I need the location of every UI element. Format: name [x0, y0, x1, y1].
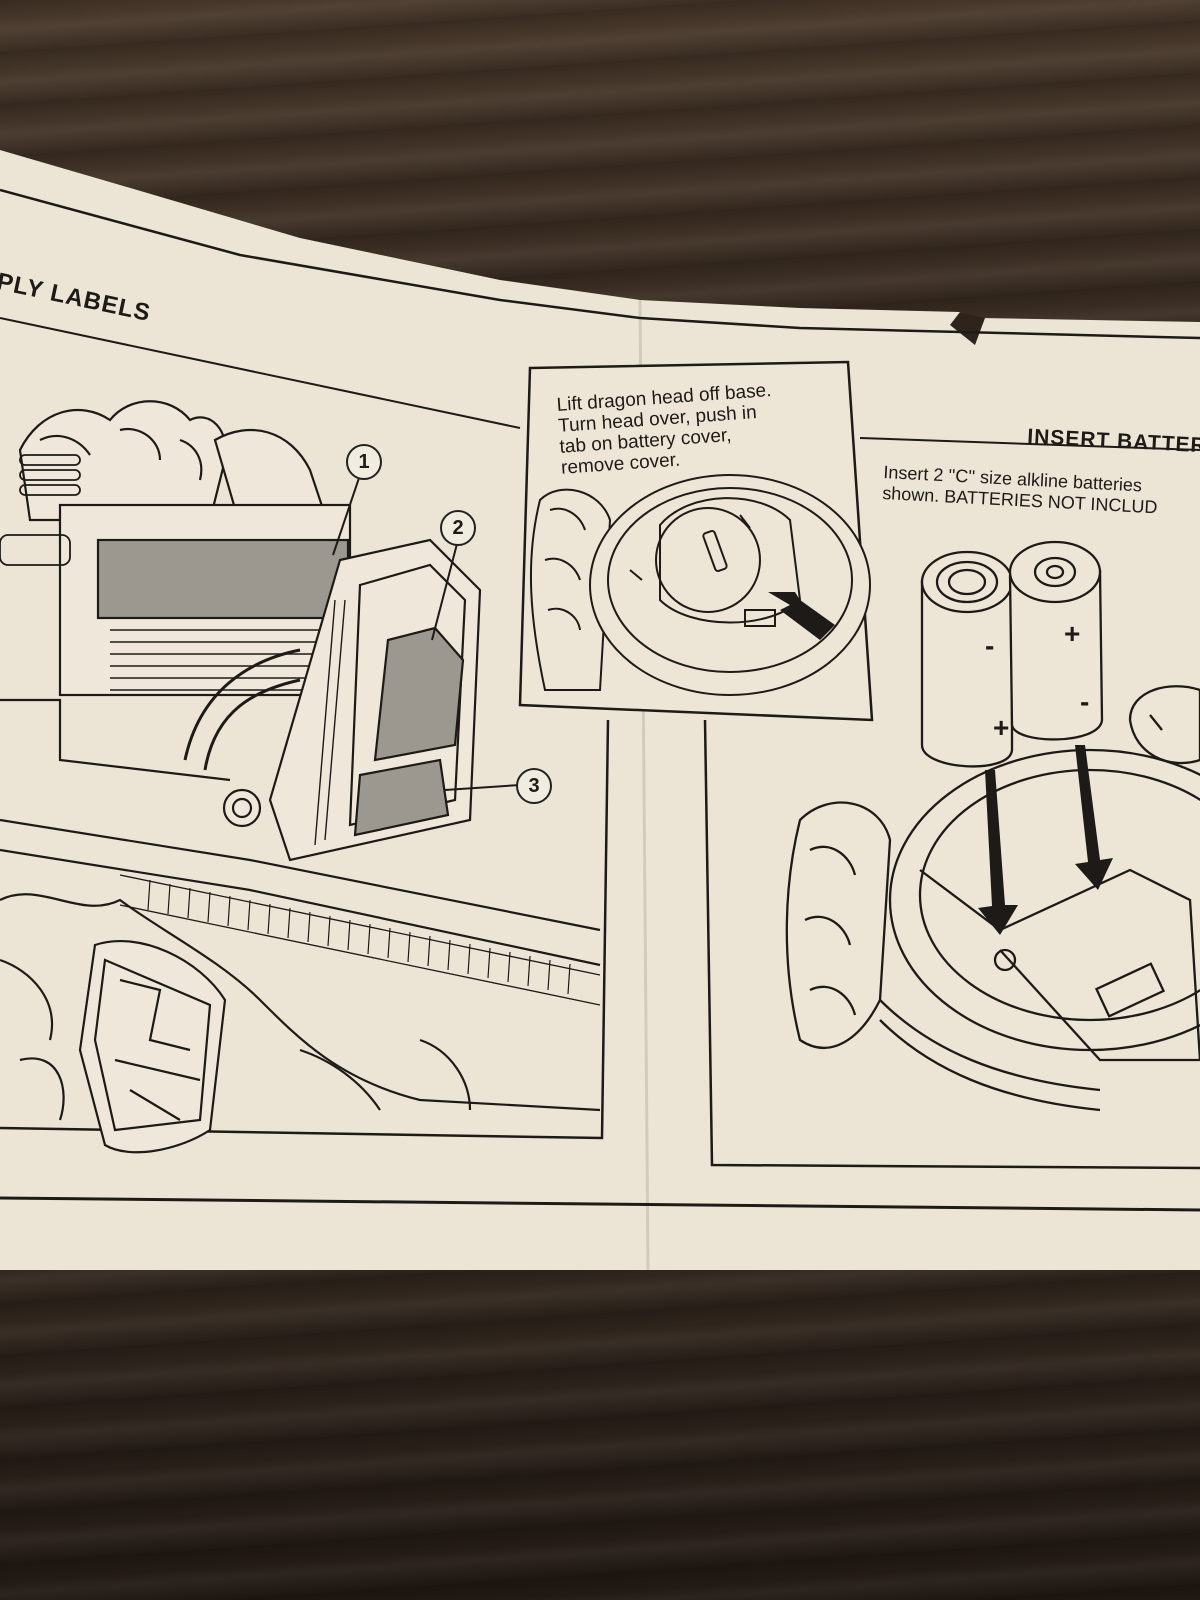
callout-2: 2 [440, 510, 476, 546]
labels-header-rule [0, 317, 521, 429]
c-battery-right [1008, 540, 1104, 741]
paper-sheet [0, 150, 1200, 1270]
dragon-vehicle-illustration [0, 400, 601, 1154]
insert-batteries-illustration [785, 540, 1200, 1112]
insert-batteries-panel-frame [703, 719, 1200, 1170]
battery-right-minus-sign: - [1080, 686, 1090, 717]
label-2-area [373, 626, 465, 762]
battery-cover-step-text: Lift dragon head off base. Turn head ove… [556, 380, 776, 479]
battery-header-rule [859, 437, 1200, 451]
shield-emblem [78, 940, 227, 1154]
label-3-area [353, 758, 450, 837]
callout-3: 3 [516, 768, 552, 804]
battery-left-minus-sign: - [985, 630, 995, 661]
insert-arrow-icon [978, 745, 1113, 935]
paper-torn-corner [950, 312, 985, 345]
top-border-line [0, 188, 1200, 340]
battery-left-plus-sign: + [993, 712, 1010, 743]
battery-right-plus-sign: + [1064, 618, 1081, 649]
bottom-border-line [0, 1196, 1200, 1212]
push-tab-arrow-icon [768, 592, 835, 640]
label-1-area [96, 538, 350, 620]
c-battery-left [920, 550, 1014, 768]
callout-1: 1 [346, 444, 382, 480]
battery-cover-illustration [529, 474, 871, 696]
